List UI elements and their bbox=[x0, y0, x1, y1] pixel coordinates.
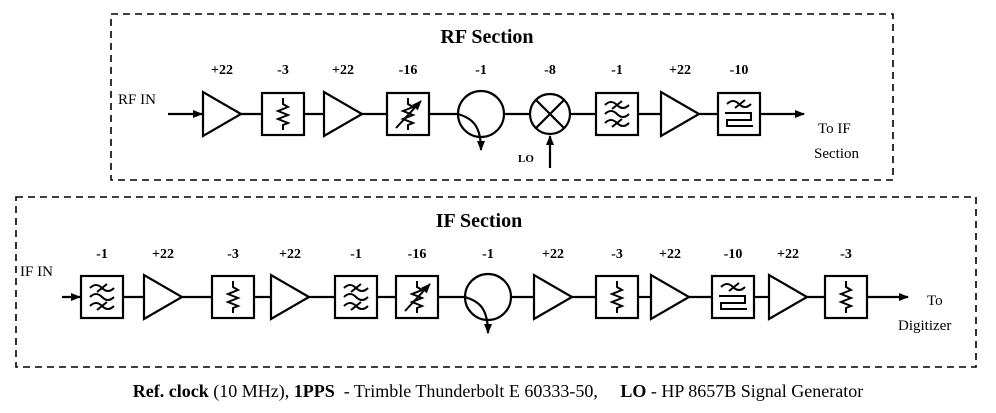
if-chain: -1 +22 -3 +22 -1 -16 -1 +22 -3 +22 -10 +22 -3 bbox=[62, 247, 909, 334]
if-gain-label-10: +22 bbox=[659, 247, 681, 262]
if-gain-label-6: -16 bbox=[408, 247, 427, 262]
if-gain-label-8: +22 bbox=[542, 247, 564, 262]
rf-variable-attenuator-4 bbox=[385, 91, 431, 137]
caption: Ref. clock (10 MHz), 1PPS - Trimble Thun… bbox=[0, 376, 996, 406]
rf-gain-label-6: -8 bbox=[544, 63, 556, 78]
rf-gain-label-1: +22 bbox=[211, 63, 233, 78]
if-section-frame bbox=[15, 196, 977, 368]
lo-source: - HP 8657B Signal Generator bbox=[646, 381, 864, 401]
if-gain-label-5: -1 bbox=[350, 247, 362, 262]
ref-clock-label: Ref. clock bbox=[132, 381, 209, 401]
pps-label: 1PPS bbox=[293, 381, 335, 401]
if-input-label: IF IN bbox=[20, 264, 53, 280]
lo-label: LO bbox=[518, 153, 534, 165]
if-amplifier-4 bbox=[269, 273, 312, 321]
rf-section-frame bbox=[110, 13, 894, 181]
if-lowpass-filter-11 bbox=[710, 274, 756, 320]
if-gain-label-9: -3 bbox=[611, 247, 623, 262]
if-amplifier-12 bbox=[767, 273, 810, 321]
ref-clock-freq: (10 MHz), bbox=[208, 381, 294, 401]
if-amplifier-8 bbox=[532, 273, 575, 321]
if-output-label: To bbox=[927, 293, 943, 309]
rf-amplifier-8 bbox=[659, 90, 702, 138]
if-coupler-7 bbox=[463, 272, 513, 334]
if-gain-label-3: -3 bbox=[227, 247, 239, 262]
rf-amplifier-1 bbox=[201, 90, 244, 138]
if-bandpass-filter-5 bbox=[333, 274, 379, 320]
rf-gain-label-9: -10 bbox=[730, 63, 749, 78]
if-gain-label-2: +22 bbox=[152, 247, 174, 262]
rf-bandpass-filter-7 bbox=[594, 91, 640, 137]
rf-output-label: To IF bbox=[818, 121, 851, 137]
if-amplifier-2 bbox=[142, 273, 185, 321]
if-gain-label-1: -1 bbox=[96, 247, 108, 262]
rf-gain-label-2: -3 bbox=[277, 63, 289, 78]
if-amplifier-10 bbox=[649, 273, 692, 321]
if-attenuator-9 bbox=[594, 274, 640, 320]
if-bandpass-filter-1 bbox=[79, 274, 125, 320]
block-diagram: RF Section IF Section RF IN To IF Sectio… bbox=[15, 13, 977, 368]
if-variable-attenuator-6 bbox=[394, 274, 440, 320]
if-section-title: IF Section bbox=[436, 210, 522, 232]
rf-gain-label-3: +22 bbox=[332, 63, 354, 78]
rf-lowpass-filter-9 bbox=[716, 91, 762, 137]
if-attenuator-3 bbox=[210, 274, 256, 320]
rf-gain-label-4: -16 bbox=[399, 63, 418, 78]
rf-gain-label-8: +22 bbox=[669, 63, 691, 78]
rf-chain: +22 -3 +22 -16 -1 -8 -1 +22 -10 bbox=[168, 63, 805, 168]
rf-gain-label-7: -1 bbox=[611, 63, 623, 78]
if-gain-label-4: +22 bbox=[279, 247, 301, 262]
rf-coupler-5 bbox=[456, 89, 506, 151]
if-gain-label-12: +22 bbox=[777, 247, 799, 262]
if-attenuator-13 bbox=[823, 274, 869, 320]
rf-attenuator-2 bbox=[260, 91, 306, 137]
rf-input-label: RF IN bbox=[118, 92, 156, 108]
if-output-label-2: Digitizer bbox=[898, 318, 951, 334]
lo-caption-label: LO bbox=[620, 381, 647, 401]
if-gain-label-11: -10 bbox=[724, 247, 743, 262]
rf-output-label-2: Section bbox=[814, 146, 859, 162]
rf-amplifier-3 bbox=[322, 90, 365, 138]
if-gain-label-13: -3 bbox=[840, 247, 852, 262]
pps-source: - Trimble Thunderbolt E 60333-50, bbox=[334, 381, 621, 401]
if-gain-label-7: -1 bbox=[482, 247, 494, 262]
rf-section-title: RF Section bbox=[440, 26, 533, 48]
rf-mixer-6 bbox=[528, 92, 572, 168]
rf-gain-label-5: -1 bbox=[475, 63, 487, 78]
